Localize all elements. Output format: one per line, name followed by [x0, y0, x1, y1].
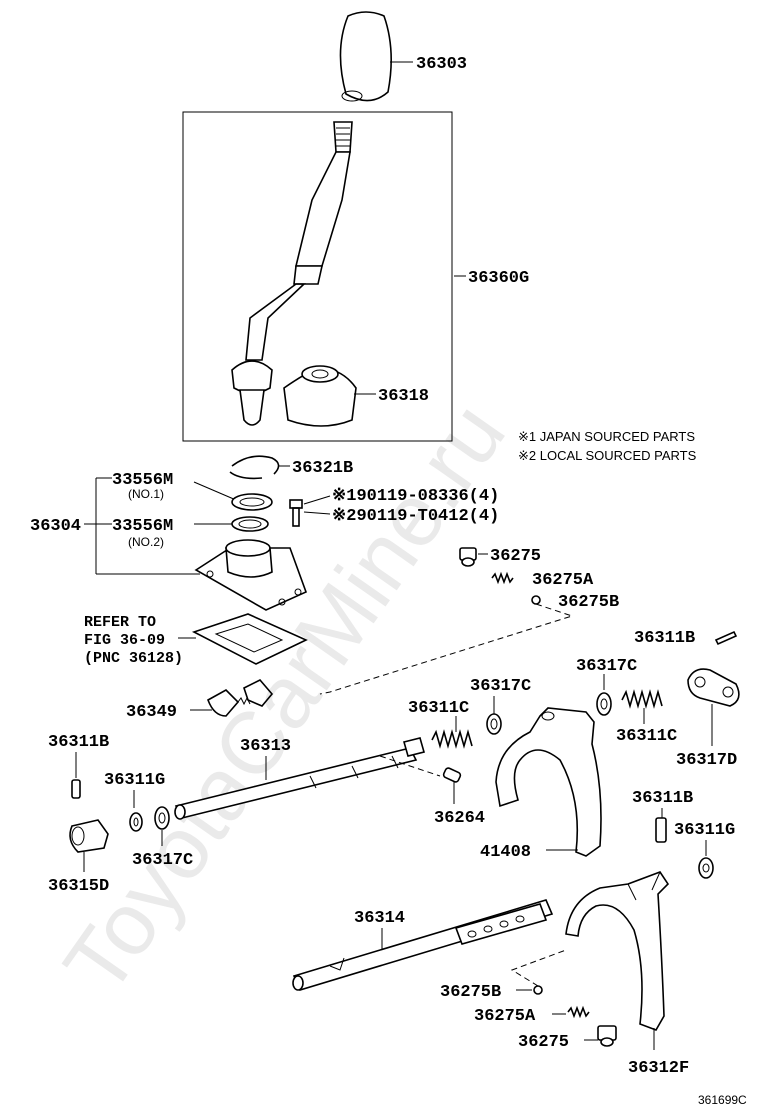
- ring-36311G-right: [698, 857, 714, 879]
- label-36314: 36314: [354, 909, 405, 928]
- spring-plate-36349: [207, 679, 274, 717]
- label-36311B-lower: 36311B: [632, 789, 693, 808]
- label-36313: 36313: [240, 737, 291, 756]
- spring-36275A-top: [491, 571, 514, 585]
- refer-line2: FIG 36-09: [84, 632, 165, 649]
- head-36317D: [687, 668, 740, 707]
- washer-36317C-left: [154, 806, 170, 830]
- label-36311B-left: 36311B: [48, 733, 109, 752]
- label-36264: 36264: [434, 809, 485, 828]
- label-36275-bottom: 36275: [518, 1033, 569, 1052]
- seat-no2-drawing: [231, 516, 269, 532]
- spring-36275A-bottom: [567, 1005, 590, 1019]
- shift-lever-drawing: [231, 121, 353, 426]
- figure-id: 361699C: [698, 1093, 747, 1107]
- label-36349: 36349: [126, 703, 177, 722]
- label-36317C-left: 36317C: [132, 851, 193, 870]
- seat-no1-drawing: [231, 493, 273, 511]
- label-36311C-right: 36311C: [616, 727, 677, 746]
- gasket-drawing: [191, 613, 308, 665]
- label-36275B-top: 36275B: [558, 593, 619, 612]
- label-33556M-no2: 33556M: [112, 517, 173, 536]
- label-41408: 41408: [480, 843, 531, 862]
- label-36311G-right: 36311G: [674, 821, 735, 840]
- plug-36275-top: [459, 547, 477, 567]
- bolt-drawing: [289, 499, 303, 527]
- label-36275-top: 36275: [490, 547, 541, 566]
- label-33556M-no1-sub: (NO.1): [128, 487, 164, 501]
- pin-36311B-left: [71, 779, 81, 799]
- label-36275A-top: 36275A: [532, 571, 594, 590]
- spring-36311C-mid: [431, 729, 473, 749]
- ball-36275B-top: [531, 595, 541, 605]
- pin-36311B-lower: [655, 817, 667, 843]
- label-36303: 36303: [416, 55, 467, 74]
- bracket-drawing: [194, 539, 308, 611]
- label-36275B-bottom: 36275B: [440, 983, 501, 1002]
- shift-knob-drawing: [339, 11, 392, 102]
- boot-36318-drawing: [283, 365, 357, 427]
- shaft-36314: [292, 899, 554, 991]
- note-japan: ※1 JAPAN SOURCED PARTS: [518, 429, 695, 444]
- pin-36264: [442, 767, 462, 783]
- fork-41408: [495, 707, 602, 857]
- label-33556M-no2-sub: (NO.2): [128, 535, 164, 549]
- refer-line3: (PNC 36128): [84, 650, 183, 667]
- note-local: ※2 LOCAL SOURCED PARTS: [518, 448, 697, 463]
- label-36360G: 36360G: [468, 269, 529, 288]
- ring-36311G-left: [129, 812, 143, 832]
- shaft-36313: [174, 737, 425, 820]
- label-33556M-no1: 33556M: [112, 471, 173, 490]
- washer-36317C-mid: [486, 713, 502, 735]
- lever-assembly-box: [182, 111, 453, 442]
- washer-36317C-right: [596, 692, 612, 716]
- ball-36275B-bottom: [533, 985, 543, 995]
- spring-36311C-right: [621, 689, 663, 709]
- label-36321B: 36321B: [292, 459, 353, 478]
- label-36318: 36318: [378, 387, 429, 406]
- fork-36312F: [565, 871, 670, 1031]
- snap-ring-drawing: [229, 455, 280, 480]
- refer-line1: REFER TO: [84, 614, 156, 631]
- label-36275A-bottom: 36275A: [474, 1007, 536, 1026]
- label-36304: 36304: [30, 517, 81, 536]
- plug-36275-bottom: [597, 1025, 617, 1047]
- label-36317C-right: 36317C: [576, 657, 637, 676]
- label-36317D: 36317D: [676, 751, 737, 770]
- label-36311C-mid: 36311C: [408, 699, 469, 718]
- label-bolt-local: ※290119-T0412(4): [332, 507, 499, 526]
- label-36317C-mid: 36317C: [470, 677, 531, 696]
- lever-36315D: [69, 819, 109, 853]
- label-36311G-left: 36311G: [104, 771, 165, 790]
- label-36311B-right: 36311B: [634, 629, 695, 648]
- label-36312F: 36312F: [628, 1059, 689, 1078]
- label-bolt-japan: ※190119-08336(4): [332, 487, 499, 506]
- label-36315D: 36315D: [48, 877, 109, 896]
- pin-36311B-right: [714, 630, 738, 646]
